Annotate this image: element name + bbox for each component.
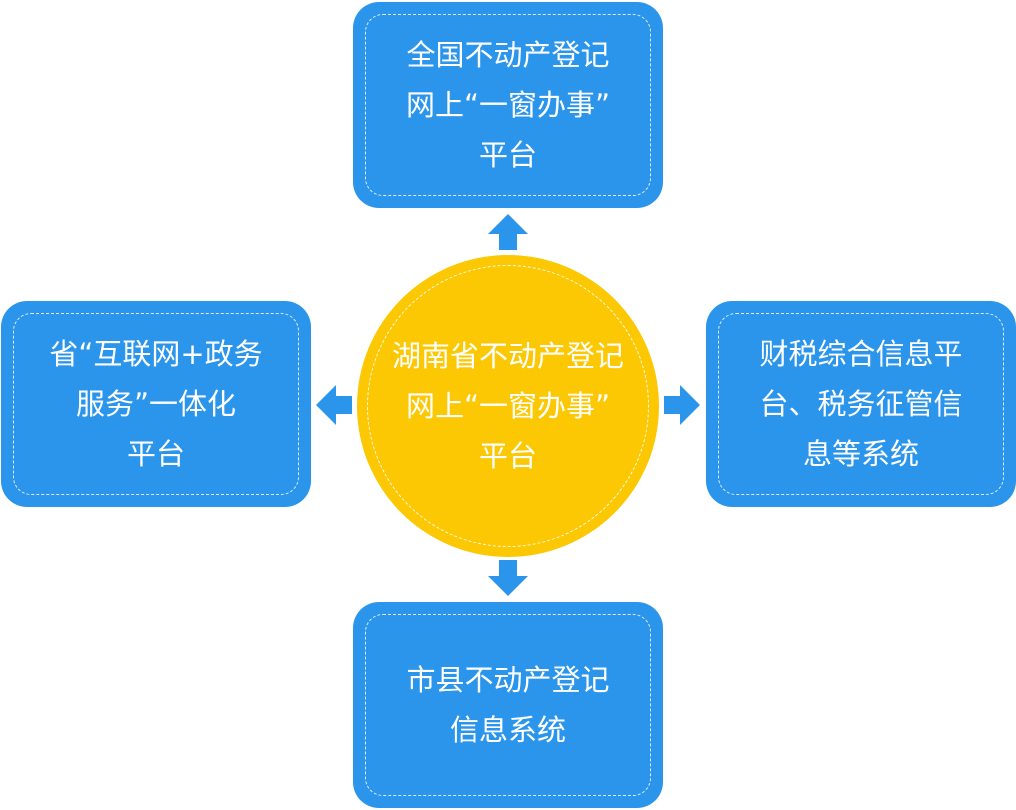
node-text-line: 息等系统 <box>802 437 919 471</box>
node-county-system-inner: 市县不动产登记 信息系统 <box>365 614 651 796</box>
node-text-line: 台、税务征管信 <box>759 387 963 421</box>
node-national-platform: 全国不动产登记 网上“一窗办事” 平台 <box>353 2 663 208</box>
node-text-line: 市县不动产登记 <box>406 663 610 697</box>
node-text-line: 全国不动产登记 <box>406 38 610 72</box>
node-text-line: 省“互联网+政务 <box>49 337 263 371</box>
node-tax-system-inner: 财税综合信息平 台、税务征管信 息等系统 <box>718 313 1004 495</box>
arrow-right-icon <box>664 385 700 425</box>
arrow-left-icon <box>316 385 352 425</box>
center-text-line: 平台 <box>478 439 537 473</box>
node-national-platform-inner: 全国不动产登记 网上“一窗办事” 平台 <box>365 14 651 196</box>
node-text-line: 信息系统 <box>449 713 566 747</box>
center-hunan-platform: 湖南省不动产登记 网上“一窗办事” 平台 <box>357 255 659 557</box>
node-text-line: 财税综合信息平 <box>759 337 963 371</box>
node-text-line: 平台 <box>126 437 185 471</box>
node-tax-system: 财税综合信息平 台、税务征管信 息等系统 <box>706 301 1016 507</box>
node-text-line: 服务”一体化 <box>75 387 237 421</box>
arrow-down-icon <box>488 560 528 596</box>
center-text-line: 湖南省不动产登记 <box>391 339 624 373</box>
node-provincial-platform-inner: 省“互联网+政务 服务”一体化 平台 <box>13 313 299 495</box>
center-hunan-platform-inner: 湖南省不动产登记 网上“一窗办事” 平台 <box>367 265 649 547</box>
center-text-line: 网上“一窗办事” <box>405 389 611 423</box>
node-provincial-platform: 省“互联网+政务 服务”一体化 平台 <box>1 301 311 507</box>
arrow-up-icon <box>488 214 528 250</box>
node-text-line: 网上“一窗办事” <box>405 88 611 122</box>
node-county-system: 市县不动产登记 信息系统 <box>353 602 663 808</box>
node-text-line: 平台 <box>478 138 537 172</box>
